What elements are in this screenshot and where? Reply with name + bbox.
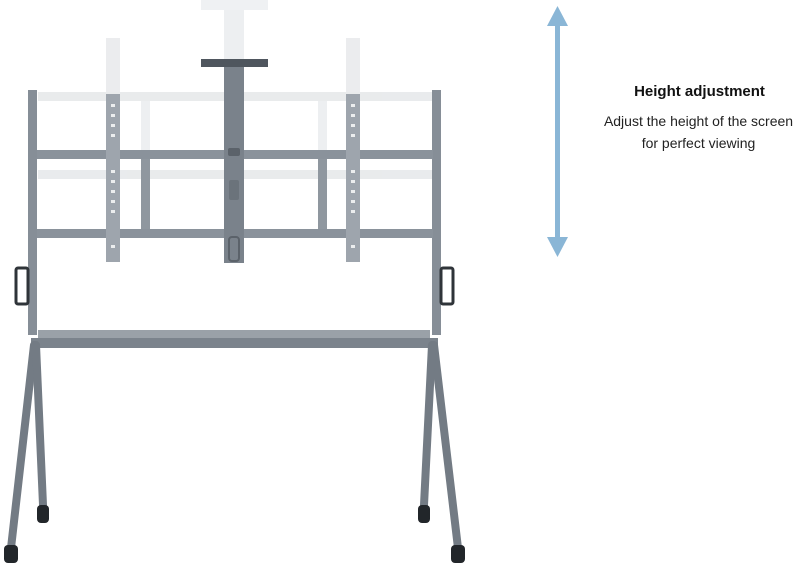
bottom-shelf <box>31 330 438 348</box>
feature-description: Adjust the height of the screen for perf… <box>603 113 794 151</box>
double-arrow-icon <box>547 6 568 257</box>
feature-title: Height adjustment <box>634 83 765 100</box>
casters <box>4 505 465 563</box>
center-column <box>201 59 268 263</box>
legs <box>7 341 462 552</box>
side-uprights <box>14 90 455 335</box>
